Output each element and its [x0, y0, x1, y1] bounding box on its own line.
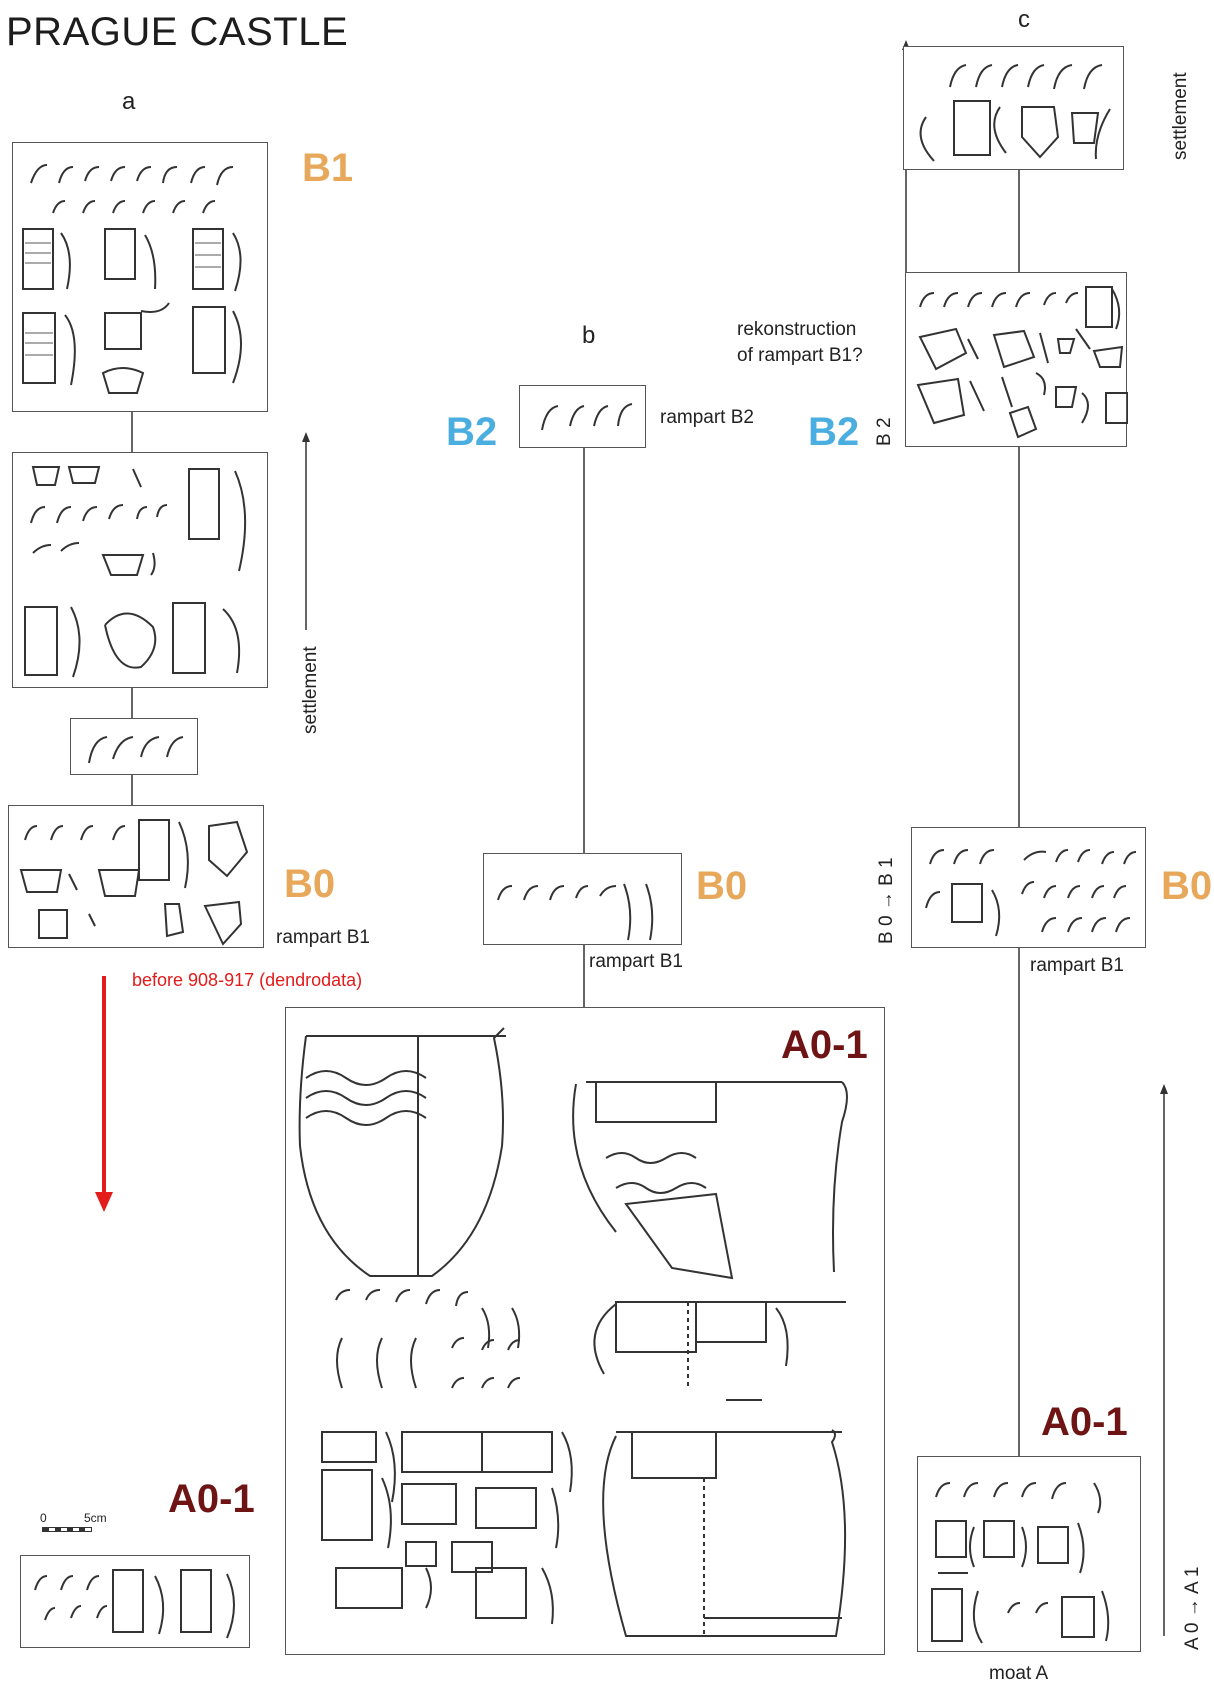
rampart-b2-label: rampart B2 — [660, 406, 754, 430]
panel-b-a01-pottery — [285, 1007, 885, 1655]
pottery-sherds-drawing — [13, 453, 269, 689]
arrow-down-red — [92, 976, 116, 1216]
pottery-sherds-drawing — [9, 806, 265, 949]
settlement-label-a: settlement — [300, 646, 322, 734]
pottery-sherds-drawing — [906, 273, 1128, 448]
panel-c-b2-pottery — [905, 272, 1127, 447]
phase-label-b2-c: B2 — [808, 412, 859, 452]
phase-label-b2-b: B2 — [446, 412, 497, 452]
panel-b-b0-pottery — [483, 853, 682, 945]
column-label-c: c — [1018, 6, 1030, 34]
pottery-sherds-drawing — [13, 143, 269, 413]
pottery-sherds-drawing — [912, 828, 1147, 949]
connector-c3 — [1018, 948, 1020, 1456]
panel-a-b0-pottery — [8, 805, 264, 948]
phase-label-b0-b: B0 — [696, 866, 747, 906]
rekonstruction-label-line1: rekonstruction — [737, 318, 856, 342]
connector-c1 — [1018, 170, 1020, 272]
column-label-b: b — [582, 322, 595, 350]
axis-label-b2: B 2 — [874, 417, 896, 446]
pottery-sherds-drawing — [484, 854, 683, 946]
phase-label-b1: B1 — [302, 148, 353, 188]
panel-a-a01-pottery — [20, 1555, 250, 1648]
rampart-b1-label-c: rampart B1 — [1030, 954, 1124, 978]
axis-label-b0-b1: B 0 → B 1 — [876, 857, 898, 944]
arrow-up-settlement — [300, 432, 312, 630]
settlement-label-c: settlement — [1170, 72, 1192, 160]
rekonstruction-label-line2: of rampart B1? — [737, 344, 863, 368]
moat-a-label: moat A — [989, 1662, 1048, 1686]
panel-c-settlement-pottery — [903, 46, 1124, 170]
connector-a1 — [131, 412, 133, 452]
panel-b-b2-pottery — [519, 385, 646, 448]
rampart-b1-label-b: rampart B1 — [589, 950, 683, 974]
pottery-sherds-drawing — [71, 719, 199, 776]
connector-b1 — [583, 448, 585, 853]
panel-a-settlement-pottery — [12, 452, 268, 688]
connector-a3 — [131, 775, 133, 805]
phase-label-b0-a: B0 — [284, 864, 335, 904]
pottery-vessels-drawing — [286, 1008, 886, 1656]
panel-a-small-sherds — [70, 718, 198, 775]
pottery-sherds-drawing — [918, 1457, 1142, 1653]
panel-c-b0-pottery — [911, 827, 1146, 948]
page-title: PRAGUE CASTLE — [6, 10, 348, 55]
column-label-a: a — [122, 88, 135, 116]
phase-label-a01-c: A0-1 — [1041, 1402, 1128, 1442]
connector-c2 — [1018, 447, 1020, 827]
scale-zero: 0 — [40, 1511, 47, 1525]
scale-five: 5cm — [84, 1511, 107, 1525]
phase-label-a01-b: A0-1 — [781, 1025, 868, 1065]
dendrodata-note: before 908-917 (dendrodata) — [132, 970, 362, 991]
phase-label-a01-a: A0-1 — [168, 1479, 255, 1519]
arrow-up-a0-a1 — [1158, 1084, 1170, 1636]
phase-label-b0-c: B0 — [1161, 866, 1212, 906]
pottery-sherds-drawing — [21, 1556, 251, 1649]
panel-a-b1-pottery — [12, 142, 268, 412]
connector-a2 — [131, 688, 133, 718]
pottery-sherds-drawing — [904, 47, 1125, 171]
scale-ruler — [42, 1527, 92, 1532]
pottery-sherds-drawing — [520, 386, 647, 449]
connector-b2 — [583, 945, 585, 1007]
panel-c-a01-pottery — [917, 1456, 1141, 1652]
axis-label-a0-a1: A 0 → A 1 — [1182, 1567, 1204, 1650]
rampart-b1-label-a: rampart B1 — [276, 926, 370, 950]
